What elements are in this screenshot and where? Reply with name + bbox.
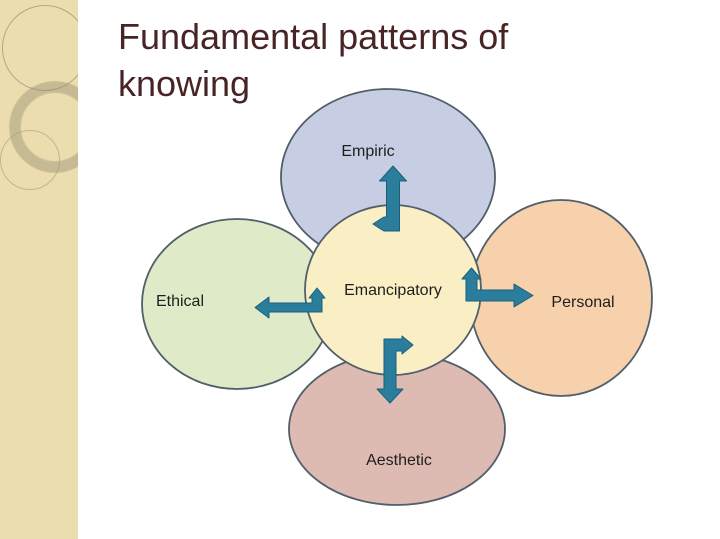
arrow-right-icon: [461, 267, 534, 308]
sidebar-small-circle-icon: [0, 130, 60, 190]
arrow-up-icon: [372, 165, 407, 232]
empiric-label: Empiric: [341, 143, 394, 160]
slide-sidebar-decoration: [0, 0, 78, 539]
ethical-label: Ethical: [156, 293, 204, 310]
emancipatory-label: Emancipatory: [344, 282, 442, 299]
arrow-left-icon: [254, 287, 326, 319]
personal-label: Personal: [551, 294, 614, 311]
slide-title-line-1: Fundamental patterns of: [118, 16, 509, 57]
aesthetic-label: Aesthetic: [366, 452, 432, 469]
arrow-down-icon: [376, 335, 414, 404]
slide-title-line-2: knowing: [118, 62, 251, 104]
slide-title: Fundamental patterns of knowing: [118, 14, 678, 108]
